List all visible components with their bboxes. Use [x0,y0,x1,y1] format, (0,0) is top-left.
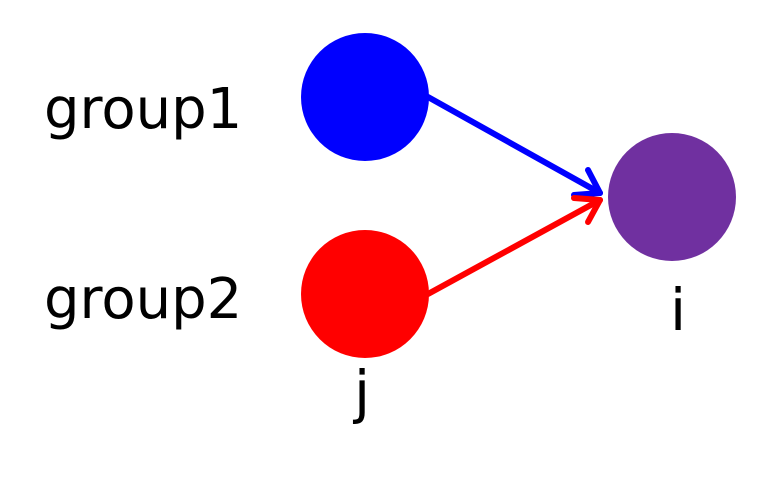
edge-group1-to-i [425,94,603,198]
node-j-label: j [352,358,370,426]
group1-label: group1 [44,77,242,142]
edge-arrowhead [571,167,603,198]
node-i [608,133,736,261]
edge-arrowhead [571,195,603,225]
node-j [301,230,429,358]
group2-label: group2 [44,267,242,332]
edge-j-to-i [425,195,603,297]
edge-line [425,94,603,196]
group1-node [301,33,429,161]
node-i-label: i [670,276,686,344]
edge-line [425,197,603,297]
